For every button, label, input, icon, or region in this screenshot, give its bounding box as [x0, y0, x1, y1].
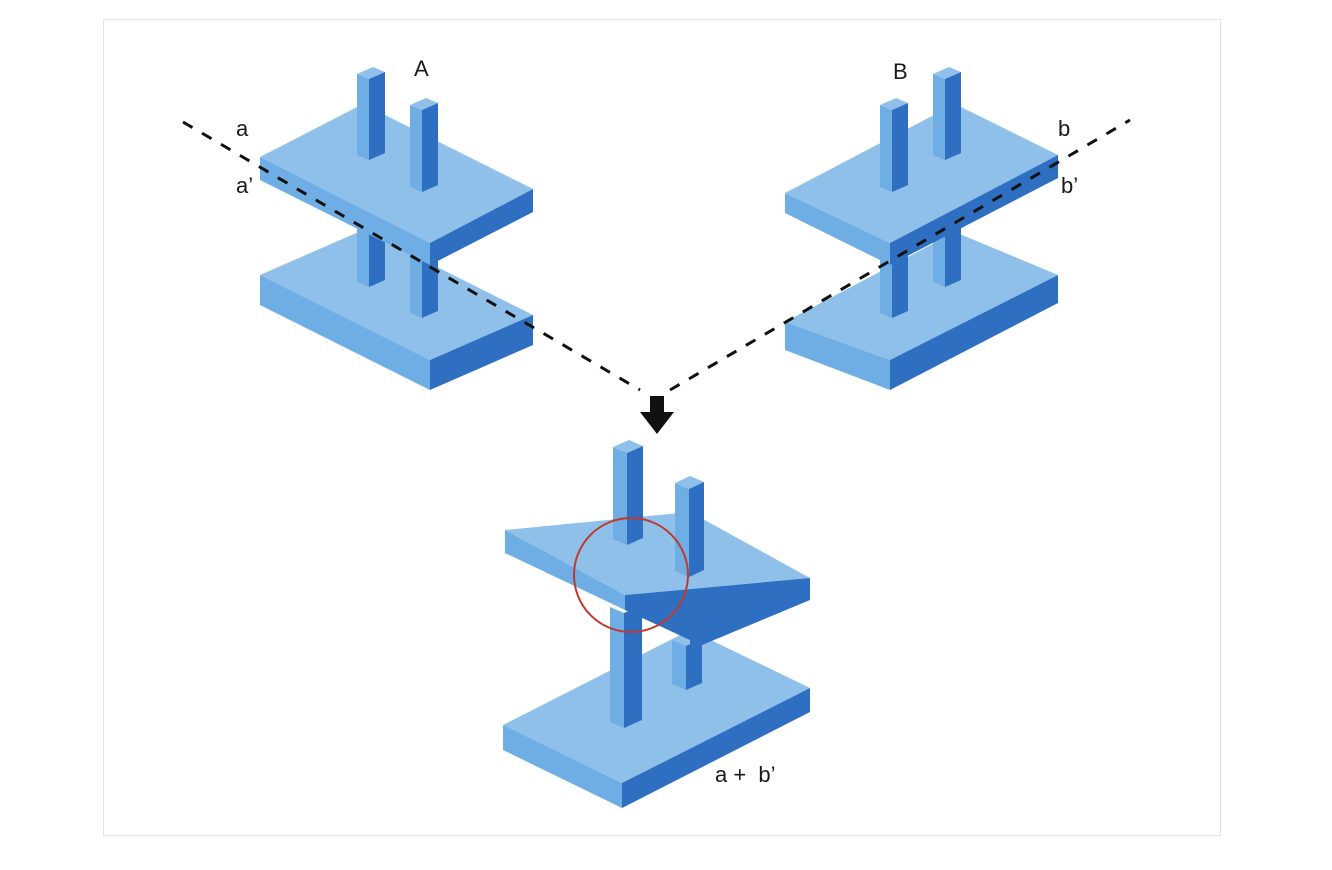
combined-upper-post-front [613, 440, 643, 545]
combined-lower-post-front [610, 605, 642, 728]
combined-upper-post-back [675, 476, 704, 577]
structure-b-lower-plate [785, 232, 1058, 390]
structure-a-upper-plate [260, 104, 533, 265]
structure-b-upper-post-back [933, 67, 961, 160]
cut-line-b [669, 118, 1131, 392]
structure-a [260, 67, 533, 390]
structure-a-lower-plate [260, 230, 533, 390]
structure-a-upper-post-back [357, 67, 385, 160]
combined-upper-plate [505, 512, 810, 650]
label-line-a-bottom: a’ [236, 173, 253, 198]
structure-b-upper-post-front [880, 98, 908, 192]
structure-a-lower-post-back [357, 226, 385, 287]
joint-highlight-circle [573, 517, 689, 633]
down-arrow [640, 396, 674, 434]
structure-b [785, 67, 1058, 390]
structure-b-lower-post-front [880, 252, 908, 318]
combined-lower-plate [503, 630, 810, 808]
label-line-a-top: a [236, 116, 249, 141]
combined-lower-post-back [672, 639, 702, 690]
cut-line-a [182, 120, 641, 392]
combined-structure [503, 440, 810, 808]
label-structure-b: B [893, 59, 908, 84]
label-line-b-bottom: b’ [1061, 173, 1078, 198]
label-line-b-top: b [1058, 116, 1070, 141]
label-combined: a + b’ [715, 762, 776, 787]
label-structure-a: A [414, 56, 429, 81]
structure-a-upper-post-front [410, 98, 438, 192]
structure-b-lower-post-back [933, 226, 961, 287]
